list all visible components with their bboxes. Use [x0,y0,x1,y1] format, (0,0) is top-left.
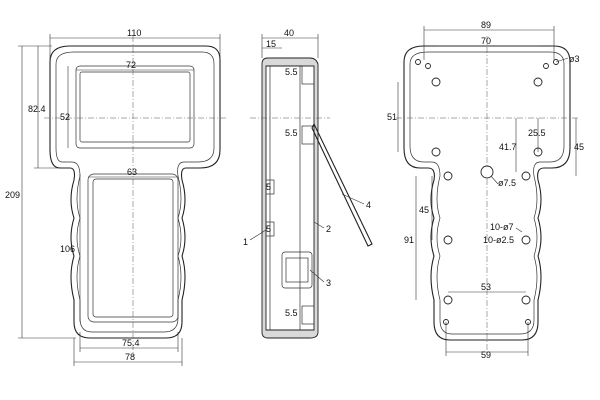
dim-label-boss-1: 5.5 [285,67,298,77]
front-inner-outline [55,51,215,333]
back-screw-hole-8 [521,235,531,245]
dim-label-25-5: 25.5 [528,128,546,138]
dim-label-110: 110 [127,28,141,38]
callout-3: 3 [326,278,331,288]
side-battery-box-inner [285,257,309,283]
dim-label-63: 63 [127,167,137,177]
back-screw-hole-3 [431,147,441,157]
dim-label-45-left: 45 [419,205,429,215]
side-battery-box [281,251,313,289]
dim-label-boss-2: 5.5 [285,128,298,138]
front-top-window-inner [79,71,191,143]
dim-label-52: 52 [60,112,70,122]
back-corner-hole-tr-2 [543,63,549,69]
dim-label-89: 89 [481,20,491,30]
corner-leader [555,57,569,63]
back-corner-hole-tl-2 [425,63,431,69]
back-screw-hole-7 [443,235,453,245]
dim-label-91: 91 [404,235,414,245]
back-corner-hole-tl [415,59,421,65]
back-center-hole [480,165,494,179]
side-stand [311,122,373,247]
side-boss-small-2 [265,221,275,237]
front-outer-outline [49,45,221,339]
dim-label-hole-a: 10-ø7 [490,222,514,232]
side-boss-2 [301,125,315,145]
callout-4: 4 [366,200,371,210]
dim-label-hole-b: 10-ø2.5 [483,235,514,245]
side-view: 40 15 5.5 5.5 5.5 5 5 1 2 3 4 [243,28,373,339]
back-screw-hole-2 [533,77,543,87]
dim-label-small-2: 5 [266,224,271,234]
dim-label-center-hole: ø7.5 [498,178,516,188]
dim-label-40: 40 [284,28,294,38]
back-screw-hole-6 [521,171,531,181]
hole-leader-a [515,227,523,233]
dim-label-106: 106 [60,244,75,254]
callout-leader-3 [309,269,325,283]
callout-1: 1 [243,237,248,247]
dim-label-70: 70 [481,36,491,46]
back-screw-hole-5 [443,171,453,181]
dim-label-15: 15 [266,39,276,49]
back-screw-hole-1 [431,77,441,87]
back-outer-outline [403,45,571,341]
dim-label-72: 72 [126,60,136,70]
dim-label-boss-3: 5.5 [285,308,298,318]
callout-leader-4 [341,193,365,205]
dim-label-41-7: 41.7 [499,142,517,152]
dim-label-53: 53 [481,282,491,292]
dim-label-75-4: 75.4 [122,338,140,348]
back-view: 89 70 ø3 51 41.7 25.5 45 ø7.5 45 91 10-ø… [387,20,584,360]
back-screw-hole-10 [521,295,531,305]
side-boss-1 [301,65,315,85]
dim-label-51: 51 [387,112,397,122]
center-hole-leader [490,175,499,185]
dim-label-59: 59 [481,350,491,360]
dim-label-small-1: 5 [266,182,271,192]
callout-2: 2 [326,224,331,234]
dim-label-82-4: 82.4 [28,104,46,114]
dim-label-78: 78 [125,352,135,362]
dim-label-corner-hole: ø3 [569,54,580,64]
callout-leader-1 [249,229,267,241]
side-section-wall [261,57,319,339]
side-boss-3 [301,305,315,325]
side-boss-small-1 [265,179,275,195]
front-top-window-outer [75,65,195,149]
callout-leader-2 [313,221,325,229]
back-inner-outline [409,51,565,335]
dim-label-45-right: 45 [574,142,584,152]
dim-label-209: 209 [5,190,20,200]
back-screw-hole-9 [443,295,453,305]
front-view: 110 209 82.4 52 72 63 106 75.4 78 [5,28,226,366]
